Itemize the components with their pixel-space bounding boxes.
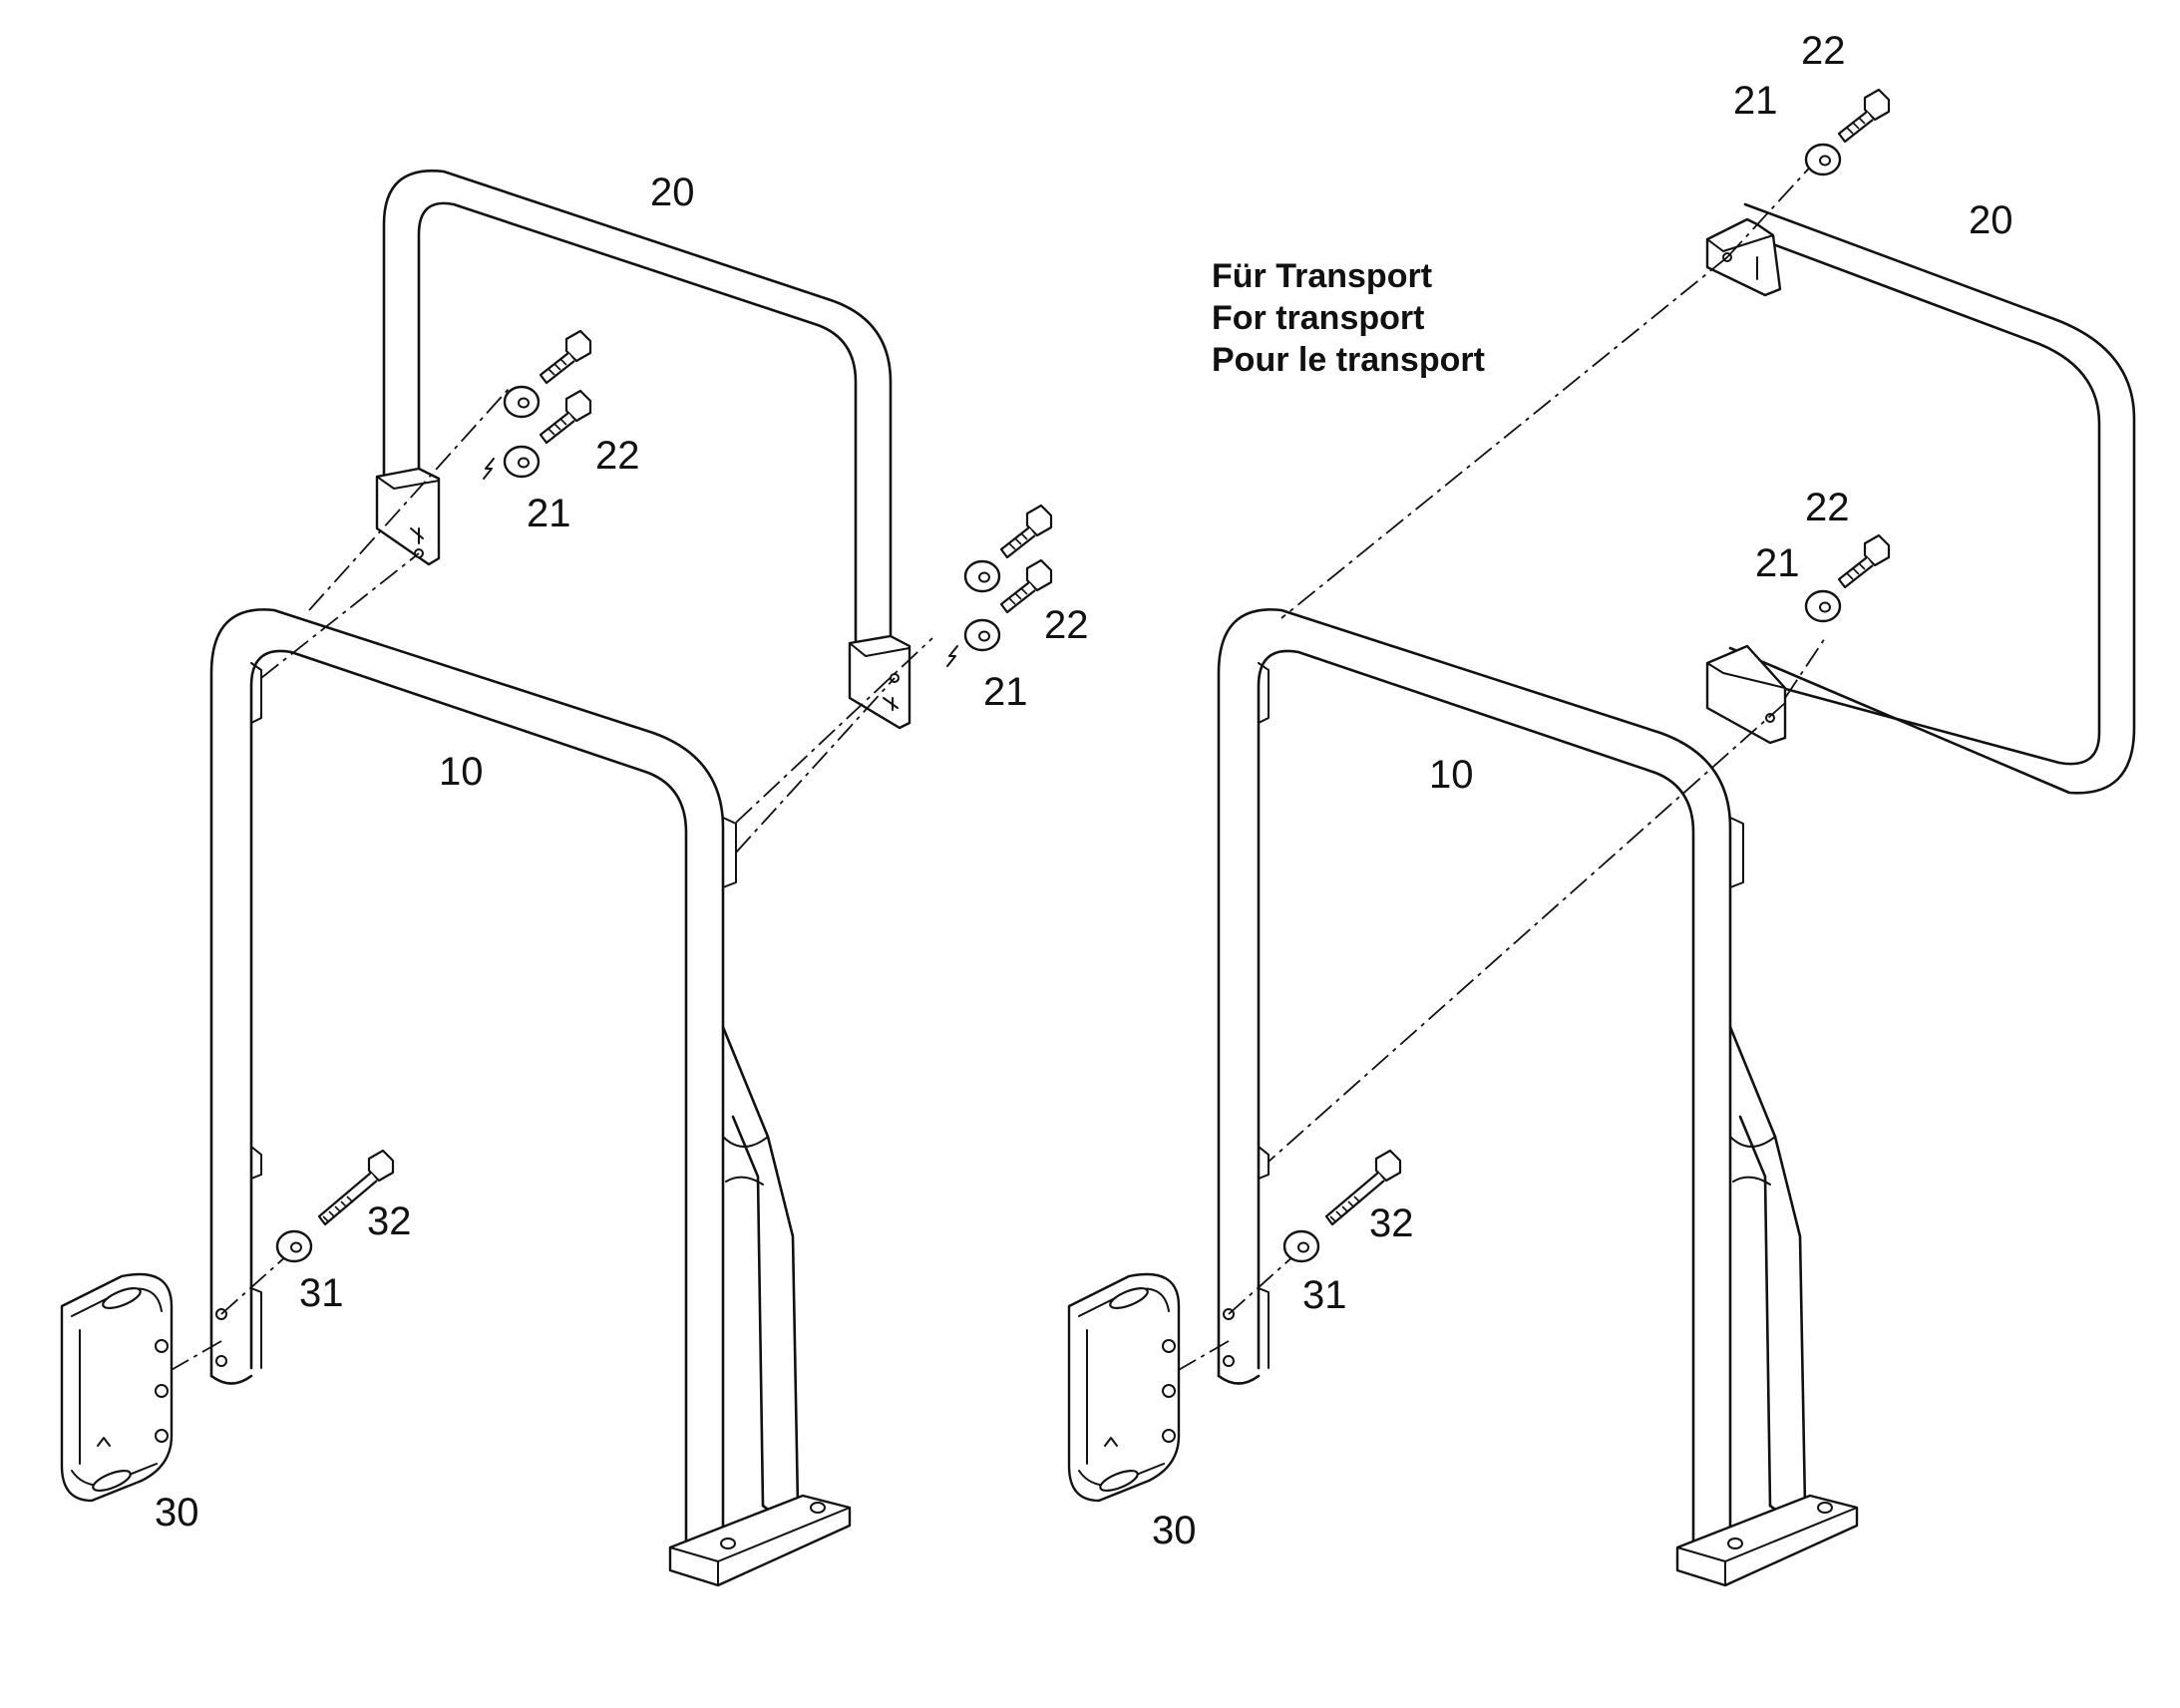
left-label-22-right: 22 — [1044, 603, 1089, 647]
left-label-21-right: 21 — [983, 670, 1028, 714]
left-label-22-upper: 22 — [595, 434, 640, 478]
right-top-frame-20 — [1728, 202, 2136, 795]
right-label-20: 20 — [1969, 198, 2013, 242]
right-main-frame-10 — [1217, 608, 1732, 1567]
left-label-31: 31 — [299, 1271, 344, 1315]
left-top-frame-20 — [382, 169, 893, 655]
right-label-21-top: 21 — [1733, 79, 1778, 123]
transport-note-de: Für Transport — [1212, 257, 1432, 295]
right-label-21-mid: 21 — [1755, 541, 1800, 585]
transport-note-en: For transport — [1212, 299, 1424, 337]
right-assembly: Für Transport For transport Pour le tran… — [1067, 29, 2136, 1587]
right-label-30: 30 — [1152, 1509, 1197, 1552]
right-label-32: 32 — [1369, 1201, 1414, 1245]
right-label-22-top: 22 — [1801, 29, 1846, 73]
left-label-21-upper: 21 — [527, 492, 571, 535]
left-label-20: 20 — [650, 171, 695, 214]
left-label-10: 10 — [439, 750, 484, 794]
left-label-30: 30 — [155, 1491, 199, 1535]
right-label-10: 10 — [1429, 753, 1474, 797]
left-assembly: 20 22 21 22 21 10 32 31 30 — [60, 169, 1089, 1587]
right-label-22-mid: 22 — [1805, 486, 1850, 529]
left-label-32: 32 — [367, 1199, 412, 1243]
right-label-31: 31 — [1302, 1273, 1347, 1317]
left-main-frame-10 — [209, 608, 725, 1567]
transport-note-fr: Pour le transport — [1212, 341, 1485, 379]
